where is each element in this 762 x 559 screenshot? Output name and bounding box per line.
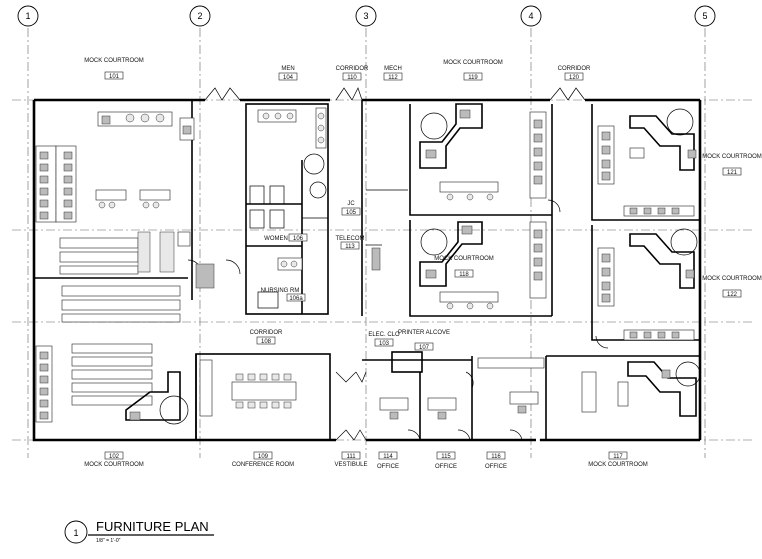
title-number: 1 [73,528,78,538]
svg-text:MECH: MECH [384,66,402,72]
svg-text:OFFICE: OFFICE [435,464,457,470]
title-text: FURNITURE PLAN [96,519,209,534]
walls [32,98,702,442]
room-label: JC 105 [341,201,361,216]
svg-text:OFFICE: OFFICE [485,464,507,470]
room-label: TELECOM 113 [335,236,364,250]
svg-text:111: 111 [346,454,356,460]
svg-text:MOCK COURTROOM: MOCK COURTROOM [443,60,503,66]
room-label: ELEC. CLO 103 [368,332,400,347]
svg-text:102: 102 [109,454,120,460]
svg-text:118: 118 [459,272,469,278]
room-label: 115 OFFICE [435,451,457,470]
room-label: MOCK COURTROOM 118 [434,256,494,278]
svg-text:MEN: MEN [281,66,294,72]
grid-bubble: 5 [694,5,716,27]
svg-text:TELECOM: TELECOM [335,236,364,242]
svg-text:JC: JC [347,201,355,207]
room-label: MECH 112 [383,66,403,81]
room-label: 116 OFFICE [485,451,507,470]
room-label: MOCK COURTROOM 119 [443,60,503,81]
grid-bubble: 1 [17,5,39,27]
svg-text:101: 101 [109,74,120,80]
svg-text:CORRIDOR: CORRIDOR [558,66,591,72]
svg-text:107: 107 [419,345,430,351]
room-label: WOMEN 106 [264,233,308,242]
courtroom-122-furniture [597,228,698,341]
svg-text:110: 110 [347,75,357,81]
grid-bubble: 4 [520,5,542,27]
core-furniture [249,107,381,309]
grid-bubbles: 1 2 3 4 5 [17,5,716,27]
svg-text:113: 113 [345,244,355,250]
svg-text:CONFERENCE ROOM: CONFERENCE ROOM [232,462,294,468]
room-label: 111 VESTIBULE [334,451,368,468]
svg-text:MOCK COURTROOM: MOCK COURTROOM [588,462,648,468]
svg-text:ELEC. CLO: ELEC. CLO [368,332,400,338]
svg-text:1: 1 [25,11,30,21]
room-label: MOCK COURTROOM 122 [702,276,762,298]
svg-text:CORRIDOR: CORRIDOR [250,330,283,336]
room-label: NURSING RM 106a [261,288,306,302]
svg-text:MOCK COURTROOM: MOCK COURTROOM [84,462,144,468]
room-label: MOCK COURTROOM 121 [702,154,762,176]
svg-text:WOMEN: WOMEN [264,236,288,242]
svg-text:115: 115 [441,454,451,460]
svg-text:MOCK COURTROOM: MOCK COURTROOM [434,256,494,262]
courtroom-117-furniture [581,361,701,417]
room-label: MOCK COURTROOM 101 [84,58,144,80]
svg-text:106a: 106a [289,296,303,302]
door-swings [187,87,609,441]
courtroom-121-furniture [597,108,697,217]
svg-text:119: 119 [468,75,478,81]
svg-text:CORRIDOR: CORRIDOR [336,66,369,72]
svg-text:PRINTER ALCOVE: PRINTER ALCOVE [398,330,450,336]
svg-text:MOCK COURTROOM: MOCK COURTROOM [84,58,144,64]
svg-text:VESTIBULE: VESTIBULE [334,462,367,468]
courtroom-101-furniture [35,111,215,289]
svg-text:122: 122 [727,292,738,298]
grid-bubble: 3 [355,5,377,27]
room-label: 109 CONFERENCE ROOM [232,451,294,468]
office-furniture [379,357,545,420]
room-labels: MOCK COURTROOM 101 MEN 104 CORRIDOR 110 … [84,58,762,470]
svg-text:108: 108 [261,339,272,345]
svg-text:117: 117 [613,454,623,460]
courtroom-102-furniture [35,285,189,425]
svg-text:NURSING RM: NURSING RM [261,288,300,294]
svg-text:2: 2 [197,11,202,21]
room-label: 102 MOCK COURTROOM [84,451,144,468]
courtroom-118-furniture [419,221,547,310]
courtroom-119-furniture [419,103,547,201]
svg-text:116: 116 [491,454,501,460]
svg-text:106: 106 [293,236,304,242]
svg-text:OFFICE: OFFICE [377,464,399,470]
svg-text:114: 114 [383,454,393,460]
room-label: CORRIDOR 120 [558,66,591,81]
svg-text:109: 109 [258,454,269,460]
conference-room-furniture [199,359,297,417]
svg-text:104: 104 [283,75,294,81]
room-label: MEN 104 [278,66,298,81]
title-scale: 1/8" = 1'-0" [96,538,121,544]
svg-text:MOCK COURTROOM: MOCK COURTROOM [702,154,762,160]
room-label: 117 MOCK COURTROOM [588,451,648,468]
svg-text:3: 3 [363,11,368,21]
svg-text:MOCK COURTROOM: MOCK COURTROOM [702,276,762,282]
svg-text:4: 4 [528,11,533,21]
room-label: CORRIDOR 110 [336,66,369,81]
svg-text:121: 121 [727,170,738,176]
svg-text:112: 112 [388,75,398,81]
drawing-title: 1 FURNITURE PLAN 1/8" = 1'-0" [64,519,214,544]
svg-text:105: 105 [346,210,357,216]
room-label: CORRIDOR 108 [250,330,283,345]
room-label: 114 OFFICE [377,451,399,470]
svg-text:5: 5 [702,11,707,21]
room-label: PRINTER ALCOVE 107 [398,330,450,351]
grid-bubble: 2 [189,5,211,27]
svg-text:103: 103 [379,341,390,347]
svg-text:120: 120 [569,75,580,81]
